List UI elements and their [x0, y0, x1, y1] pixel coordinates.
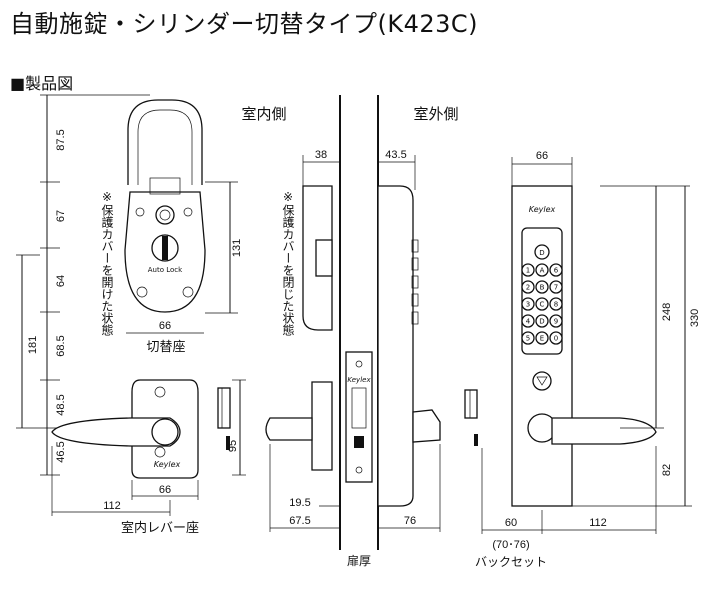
dim-67: 67: [55, 210, 67, 222]
note-cover-open: ※保護カバーを開けた状態: [100, 190, 114, 336]
keypad-key-E: [535, 331, 549, 345]
dim-outdoor-depth: 43.5: [385, 149, 406, 161]
left-elevation: 87.5 67 64 68.5 48.5 46.5 181 Auto Lock …: [16, 94, 246, 536]
keypad-key-0: [549, 331, 563, 345]
keypad-key-4: [521, 314, 535, 328]
dim-height-inner: 248: [661, 303, 673, 321]
brand-logo-lever-seat: Keylex: [154, 460, 181, 469]
down-arrow-icon: [536, 376, 548, 386]
keypad-key-A: [535, 263, 549, 277]
brand-logo-front: Keylex: [529, 205, 556, 214]
keypad-key-label: C: [540, 301, 545, 309]
keypad-key-6: [549, 263, 563, 277]
keypad-key-9: [549, 314, 563, 328]
keypad-key-B: [535, 280, 549, 294]
outdoor-side-heading: 室外側: [413, 105, 458, 123]
keypad-key-label: 3: [526, 301, 530, 309]
down-arrow-button: [532, 371, 552, 391]
dim-lever-height: 82: [661, 464, 673, 476]
page-title: 自動施錠・シリンダー切替タイプ(K423C): [10, 10, 479, 38]
keypad-key-C: [535, 297, 549, 311]
keypad-key-label: 7: [554, 284, 558, 292]
keypad-key-label: 8: [554, 301, 558, 309]
keypad-key-label: 2: [526, 284, 530, 292]
dim-front-width: 66: [536, 150, 548, 162]
keypad-key-label: A: [540, 267, 545, 275]
keypad-key-label: D: [539, 318, 544, 326]
keypad-key-label: E: [540, 335, 544, 343]
dim-181: 181: [27, 336, 39, 354]
section-label: ■製品図: [10, 74, 74, 93]
keypad-key-label: 1: [526, 267, 530, 275]
dim-outdoor-lever-depth: 76: [404, 515, 416, 527]
keypad-key-D: [535, 314, 549, 328]
keypad-top-key-label: D: [539, 249, 544, 257]
keypad-key-label: 0: [554, 335, 558, 343]
door-section: 室内側 室外側 扉厚 38 43.5 ※保護カバーを閉じた状態: [241, 95, 459, 568]
dim-95: 95: [227, 440, 239, 452]
indoor-lever-seat-label: 室内レバー座: [121, 520, 199, 536]
keypad-key-5: [521, 331, 535, 345]
keypad-key-1: [521, 263, 535, 277]
backset-range-label: (70･76): [492, 539, 529, 551]
dim-indoor-lever-depth: 67.5: [289, 515, 310, 527]
keypad-key-7: [549, 280, 563, 294]
dim-87-5: 87.5: [55, 129, 67, 150]
indoor-side-heading: 室内側: [241, 105, 286, 123]
keypad-top-key: [534, 244, 550, 260]
keypad-key-label: 6: [554, 267, 559, 275]
keypad-key-label: 9: [554, 318, 558, 326]
keypad-key-label: 4: [526, 318, 531, 326]
keypad-key-8: [549, 297, 563, 311]
keypad-key-2: [521, 280, 535, 294]
dim-indoor-depth: 38: [315, 149, 327, 161]
auto-lock-label: Auto Lock: [148, 266, 183, 274]
dim-lever-offset: 19.5: [289, 497, 310, 509]
dim-48-5: 48.5: [55, 394, 67, 415]
dim-height-total: 330: [689, 309, 701, 327]
door-thickness-label: 扉厚: [347, 554, 371, 568]
dim-seat-width: 66: [159, 320, 171, 332]
dim-131: 131: [231, 239, 243, 257]
keypad-key-label: 5: [526, 335, 530, 343]
switch-seat-label: 切替座: [146, 340, 185, 355]
keypad-key-label: B: [540, 284, 545, 292]
keypad-key-3: [521, 297, 535, 311]
brand-logo-mortise: Keylex: [347, 376, 371, 384]
dim-lever-length: 112: [103, 500, 121, 512]
dim-68-5: 68.5: [55, 335, 67, 356]
note-cover-closed: ※保護カバーを閉じた状態: [281, 190, 295, 336]
dim-lever-seat-width: 66: [159, 484, 171, 496]
dim-backset: 60: [505, 517, 517, 529]
dim-outdoor-lever-length: 112: [589, 517, 607, 529]
backset-label: バックセット: [475, 555, 547, 569]
dim-64: 64: [55, 275, 67, 287]
dim-46-5: 46.5: [55, 441, 67, 462]
